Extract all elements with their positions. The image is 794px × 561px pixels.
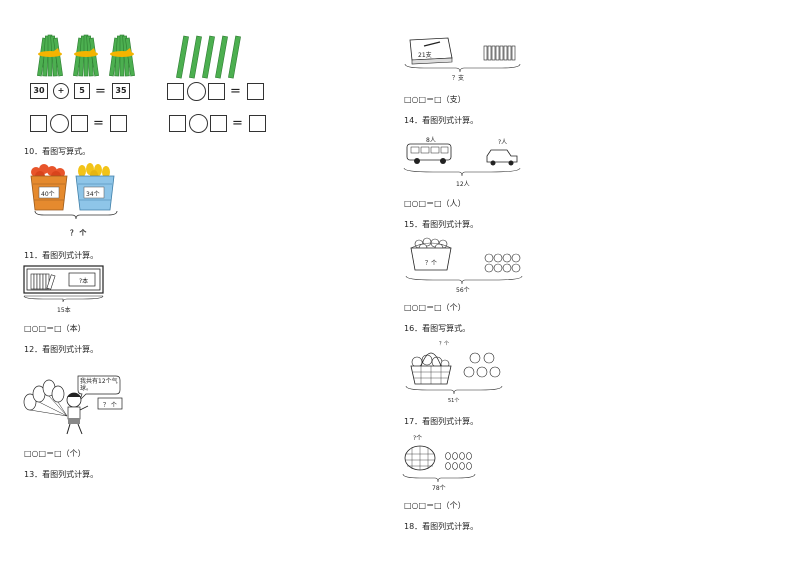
question-16-title: 16．看图写算式。 bbox=[404, 324, 471, 333]
shelf-total-label: 15本 bbox=[57, 307, 71, 314]
question-12-title: 12．看图列式计算。 bbox=[24, 345, 99, 354]
answer-box-3[interactable] bbox=[247, 83, 264, 100]
given-value-result: 35 bbox=[115, 86, 127, 95]
question-12-answer[interactable]: □○□＝□（个） bbox=[24, 449, 86, 458]
answer-box-5[interactable] bbox=[71, 115, 88, 132]
bus-and-car-icon bbox=[403, 143, 521, 177]
unknown-tag: ？ 个 bbox=[103, 402, 117, 409]
question-14-title: 14．看图列式计算。 bbox=[404, 116, 479, 125]
bundled-sticks-group bbox=[36, 30, 144, 78]
question-11-title: 11．看图列式计算。 bbox=[24, 251, 99, 260]
question-13-answer[interactable]: □○□＝□（支） bbox=[404, 95, 466, 104]
bookshelf-icon bbox=[23, 265, 104, 303]
fruit-total-label: 78个 bbox=[432, 485, 446, 492]
answer-box-9[interactable] bbox=[249, 115, 266, 132]
answer-box-6[interactable] bbox=[110, 115, 127, 132]
answer-box-7[interactable] bbox=[169, 115, 186, 132]
answer-box-8[interactable] bbox=[210, 115, 227, 132]
total-brace-icon bbox=[34, 210, 118, 220]
basket-unknown-label: ？个 bbox=[425, 260, 438, 267]
given-operator-circle bbox=[53, 83, 69, 99]
left-basket-label: 40个 bbox=[41, 191, 55, 198]
equals-sign: = bbox=[93, 116, 104, 131]
right-basket-label: 34个 bbox=[86, 191, 100, 198]
given-operator: + bbox=[57, 86, 65, 95]
question-17-answer[interactable]: □○□＝□（个） bbox=[404, 501, 466, 510]
given-box-result bbox=[112, 83, 130, 99]
apple-basket-illustration bbox=[28, 162, 118, 214]
fruit-basket-and-apples-icon bbox=[405, 352, 503, 395]
speech-bubble-text: 我共有12个气球。 bbox=[80, 378, 118, 392]
bus-people-label: 8人 bbox=[426, 137, 436, 144]
boy-with-balloons-icon bbox=[23, 375, 123, 435]
total-people-label: 12人 bbox=[456, 181, 470, 188]
shelf-unknown-label: ?本 bbox=[79, 278, 89, 285]
basket-top-label: ？个 bbox=[439, 341, 450, 347]
bundled-sticks-icon bbox=[37, 34, 135, 77]
given-value-a: 30 bbox=[33, 86, 45, 95]
question-11-answer[interactable]: □○□＝□（本） bbox=[24, 324, 86, 333]
answer-circle-3[interactable] bbox=[189, 114, 208, 133]
question-10-title: 10．看图写算式。 bbox=[24, 147, 91, 156]
pencil-box-icon bbox=[404, 37, 521, 73]
answer-box-1[interactable] bbox=[167, 83, 184, 100]
given-value-b: 5 bbox=[79, 86, 85, 95]
answer-circle-1[interactable] bbox=[187, 82, 206, 101]
question-18-title: 18．看图列式计算。 bbox=[404, 522, 479, 531]
fruit-baskets-icon bbox=[30, 163, 115, 211]
question-13-title: 13．看图列式计算。 bbox=[24, 470, 99, 479]
equals-sign: = bbox=[232, 116, 243, 131]
given-equals: = bbox=[95, 84, 106, 99]
given-box-b bbox=[74, 83, 90, 99]
fruit-total-label: 51个 bbox=[448, 398, 460, 404]
car-people-label: ?人 bbox=[498, 139, 508, 146]
answer-circle-2[interactable] bbox=[50, 114, 69, 133]
loose-sticks-group bbox=[176, 34, 248, 80]
loose-sticks-icon bbox=[176, 35, 241, 79]
answer-box-4[interactable] bbox=[30, 115, 47, 132]
equals-sign: = bbox=[230, 84, 241, 99]
apples-total-label: 56个 bbox=[456, 287, 470, 294]
pineapple-unknown-label: ?个 bbox=[413, 435, 423, 442]
question-14-answer[interactable]: □○□＝□（人） bbox=[404, 199, 466, 208]
pineapple-and-pears-icon bbox=[402, 445, 476, 483]
total-question: ？ 个 bbox=[70, 229, 87, 237]
question-15-answer[interactable]: □○□＝□（个） bbox=[404, 303, 466, 312]
pencil-box-label: 21支 bbox=[418, 52, 432, 59]
given-box-a bbox=[30, 83, 48, 99]
pencil-total-question: ？支 bbox=[452, 75, 465, 82]
question-17-title: 17．看图列式计算。 bbox=[404, 417, 479, 426]
apple-basket-and-apples-icon bbox=[405, 237, 523, 285]
answer-box-2[interactable] bbox=[208, 83, 225, 100]
question-15-title: 15．看图列式计算。 bbox=[404, 220, 479, 229]
